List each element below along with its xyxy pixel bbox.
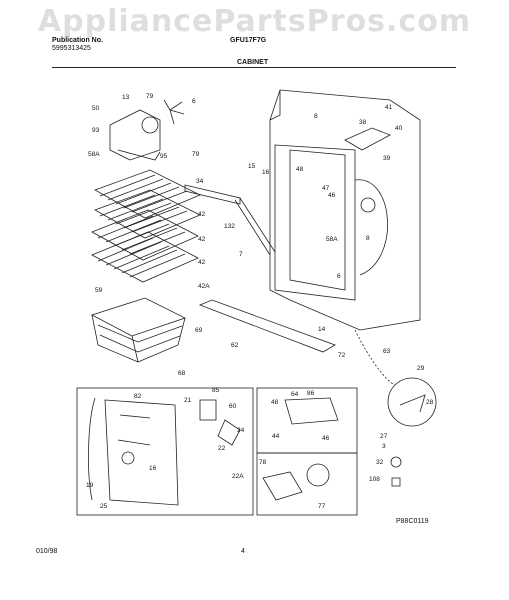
callout-label: 79 — [192, 151, 200, 158]
publication-label: Publication No. — [52, 37, 103, 44]
callout-label: 132 — [224, 223, 235, 230]
callout-label: 78 — [259, 459, 267, 466]
callout-label: 82 — [134, 393, 142, 400]
callout-label: 42A — [198, 283, 210, 290]
callout-label: 28 — [426, 399, 434, 406]
callout-label: 24 — [237, 427, 245, 434]
callout-label: 29 — [417, 365, 425, 372]
callout-label: 14 — [318, 326, 326, 333]
callout-label: 86 — [307, 390, 315, 397]
top-hinge — [344, 127, 391, 151]
control-panel-box — [76, 387, 254, 516]
callout-label: 42 — [198, 236, 206, 243]
callout-label: 3 — [382, 443, 386, 450]
callout-label: 32 — [376, 459, 384, 466]
light-box — [256, 452, 358, 516]
callout-label: 22A — [232, 473, 244, 480]
callout-label: 48 — [271, 399, 279, 406]
callout-label: 38 — [359, 119, 367, 126]
callout-label: 59 — [95, 287, 103, 294]
callout-label: 72 — [338, 352, 346, 359]
callout-label: 34 — [196, 178, 204, 185]
callout-label: 47 — [322, 185, 330, 192]
callout-label: 50 — [92, 105, 100, 112]
watermark: AppliancePartsPros.com — [37, 4, 472, 39]
callout-label: 13 — [122, 94, 130, 101]
callout-label: 68 — [178, 370, 186, 377]
callout-label: 39 — [383, 155, 391, 162]
bottom-hinge-detail — [387, 377, 437, 427]
callout-label: 46 — [322, 435, 330, 442]
callout-label: 95 — [160, 153, 168, 160]
callout-label: 64 — [291, 391, 299, 398]
callout-label: 93 — [92, 127, 100, 134]
callout-label: 58A — [326, 236, 338, 243]
shelf-support — [184, 184, 241, 205]
publication-number: 5995313425 — [52, 45, 91, 52]
drawing-id: P88C0119 — [396, 518, 429, 525]
date-code: 010/98 — [36, 548, 58, 555]
callout-label: 62 — [231, 342, 239, 349]
callout-label: 69 — [195, 327, 203, 334]
page-number: 4 — [241, 548, 245, 555]
callout-label: 85 — [212, 387, 220, 394]
callout-label: 60 — [229, 403, 237, 410]
callout-label: 108 — [369, 476, 380, 483]
callout-label: 25 — [100, 503, 108, 510]
shelf-rail — [234, 197, 276, 256]
basket — [90, 297, 187, 363]
callout-label: 46 — [328, 192, 336, 199]
thermostat-box — [256, 387, 358, 454]
callout-label: 22 — [218, 445, 226, 452]
callout-label: 77 — [318, 503, 326, 510]
fan-motor-assembly — [109, 99, 185, 161]
callout-label: 58A — [88, 151, 100, 158]
callout-label: 63 — [383, 348, 391, 355]
callout-label: 41 — [385, 104, 393, 111]
wire-shelves — [91, 169, 201, 283]
callout-label: 79 — [146, 93, 154, 100]
callout-label: 42 — [198, 211, 206, 218]
callout-label: 19 — [86, 482, 94, 489]
callout-label: 42 — [198, 259, 206, 266]
callout-label: 6 — [192, 98, 196, 105]
callout-label: 8 — [314, 113, 318, 120]
callout-label: 6 — [337, 273, 341, 280]
callout-label: 48 — [296, 166, 304, 173]
kick-plate — [198, 299, 336, 353]
callout-label: 44 — [272, 433, 280, 440]
callout-label: 21 — [184, 397, 192, 404]
callout-label: 40 — [395, 125, 403, 132]
model-number: GFU17F7G — [230, 37, 267, 44]
callout-label: 8 — [366, 235, 370, 242]
callout-label: 27 — [380, 433, 388, 440]
callout-label: 7 — [239, 251, 243, 258]
header-rule — [52, 67, 456, 68]
section-title: CABINET — [237, 59, 269, 66]
callout-label: 16 — [262, 169, 270, 176]
callout-label: 15 — [248, 163, 256, 170]
callout-label: 16 — [149, 465, 157, 472]
